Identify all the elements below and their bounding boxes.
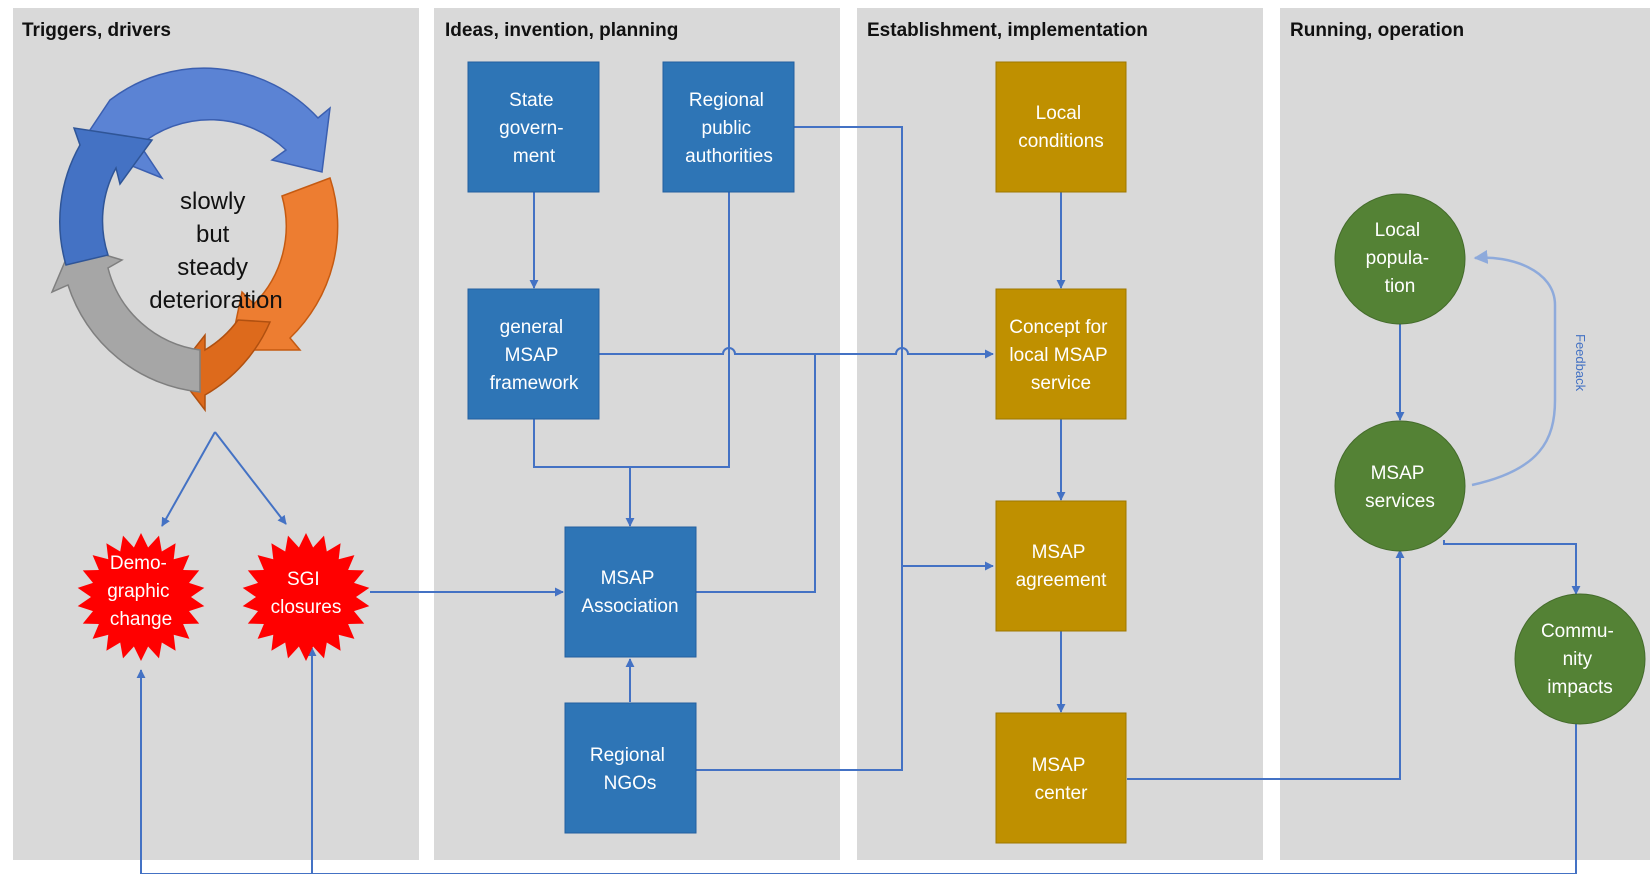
starburst-shape <box>77 533 205 661</box>
connector-ngos-agreement <box>695 566 903 771</box>
starburst-sgi-closures: SGI closures <box>242 533 370 661</box>
svg-text:MSAP services: MSAP services <box>1365 463 1435 512</box>
node-msap-agreement: MSAP agreement <box>995 500 1127 632</box>
node-regional-ngos: Regional NGOs <box>564 702 697 834</box>
starburst-demographic-change: Demo- graphic change <box>77 533 205 661</box>
svg-text:Regional public au: Regional public authorities <box>685 90 773 167</box>
connector-feedback-curve <box>1471 249 1557 487</box>
cycle-arrow-blue-dark <box>59 127 154 266</box>
lane-title-running: Running, operation <box>1290 20 1464 41</box>
node-sgi-closures-label: SGI closures <box>271 569 342 618</box>
connector-regional-public-agreement <box>793 126 994 571</box>
node-state-government: State govern- ment <box>467 61 600 193</box>
svg-text:general MSAP frame: general MSAP framework <box>490 317 579 394</box>
svg-text:Regional NGOs: Regional NGOs <box>590 745 670 794</box>
cycle-arrow-gray <box>50 244 201 393</box>
svg-text:Local conditions: Local conditions <box>1018 103 1104 152</box>
node-concept-local-msap: Concept for local MSAP service <box>995 288 1127 420</box>
svg-text:Concept for local MSAP: Concept for local MSAP service <box>1009 317 1113 394</box>
lane-title-establishment: Establishment, implementation <box>867 20 1148 41</box>
svg-text:Commu- nity impact: Commu- nity impacts <box>1541 621 1619 698</box>
node-local-population: Local popula- tion <box>1334 193 1466 325</box>
connector-association-concept <box>695 354 816 593</box>
lane-title-ideas: Ideas, invention, planning <box>445 20 678 41</box>
node-msap-association: MSAP Association <box>564 526 697 658</box>
cycle-arrow-orange <box>229 177 339 351</box>
node-msap-services: MSAP services <box>1334 420 1466 552</box>
connector-center-services <box>1127 549 1405 780</box>
connector-impacts-demographic <box>136 669 1577 874</box>
svg-text:MSAP agreement: MSAP agreement <box>1016 542 1108 591</box>
svg-text:MSAP Association: MSAP Association <box>581 568 678 617</box>
svg-text:State govern- ment: State govern- ment <box>499 90 569 167</box>
node-msap-center: MSAP center <box>995 712 1127 844</box>
connector-framework-association <box>533 419 635 527</box>
connector-cycle-sgi <box>214 431 287 525</box>
deterioration-cycle: slowly but steady deterioration <box>50 67 339 413</box>
node-community-impacts: Commu- nity impacts <box>1514 593 1646 725</box>
feedback-label: Feedback <box>1573 334 1588 392</box>
starburst-shape <box>242 533 370 661</box>
svg-text:MSAP center: MSAP center <box>1032 755 1091 804</box>
node-local-conditions: Local conditions <box>995 61 1127 193</box>
svg-text:Local popula- tion: Local popula- tion <box>1366 220 1435 297</box>
connector-services-impacts <box>1443 540 1581 595</box>
connector-cycle-demographic <box>161 431 216 527</box>
cycle-text: slowly but steady deterioration <box>149 188 282 314</box>
node-general-msap-framework: general MSAP framework <box>467 288 600 420</box>
connectors: Feedback <box>136 126 1588 874</box>
connector-regional-public-association <box>630 192 730 468</box>
lane-running <box>1280 8 1650 860</box>
lane-title-triggers: Triggers, drivers <box>22 20 171 41</box>
node-demographic-change-label: Demo- graphic change <box>107 553 175 630</box>
node-regional-public-authorities: Regional public authorities <box>662 61 795 193</box>
